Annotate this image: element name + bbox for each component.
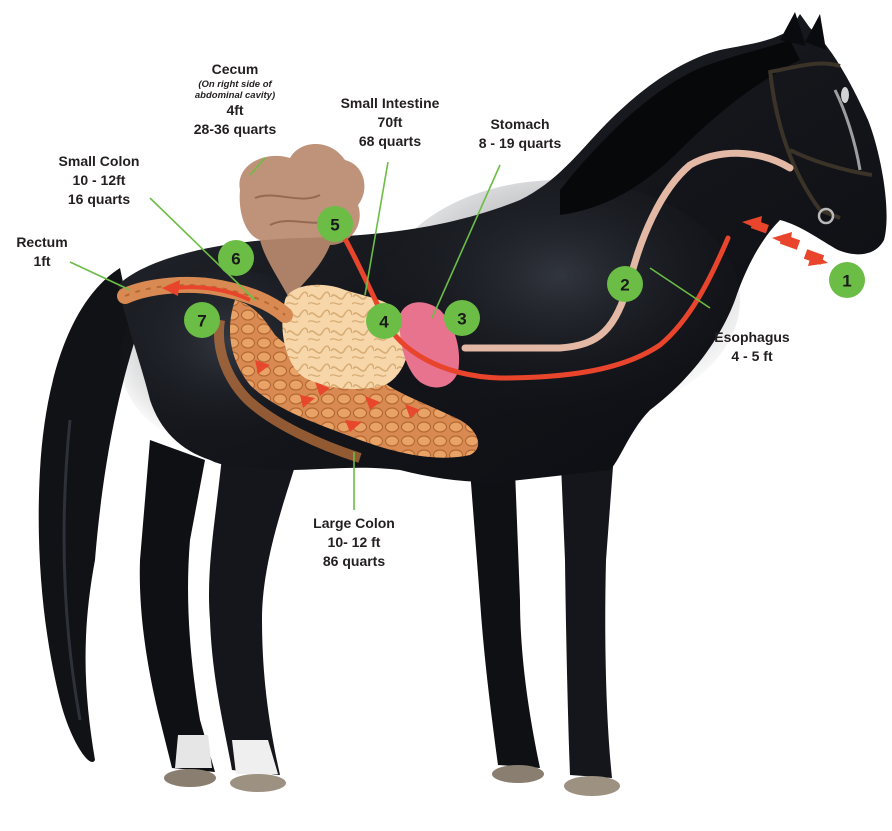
esophagus-label: Esophagus 4 - 5 ft <box>694 328 810 366</box>
esophagus-name: Esophagus <box>694 328 810 347</box>
rectum-name: Rectum <box>2 233 82 252</box>
marker-5-label: 5 <box>330 216 339 235</box>
cecum-volume: 28-36 quarts <box>175 120 295 139</box>
small-colon-volume: 16 quarts <box>40 190 158 209</box>
hind-leg-near <box>209 420 300 775</box>
large-colon-label: Large Colon 10- 12 ft 86 quarts <box>290 514 418 571</box>
front-leg-near <box>560 440 615 778</box>
small-intestine-volume: 68 quarts <box>318 132 462 151</box>
marker-6-label: 6 <box>231 250 240 269</box>
esophagus-length: 4 - 5 ft <box>694 347 810 366</box>
large-colon-name: Large Colon <box>290 514 418 533</box>
marker-7: 7 <box>184 302 220 338</box>
marker-1-label: 1 <box>842 272 851 291</box>
marker-1: 1 <box>829 262 865 298</box>
marker-3: 3 <box>444 300 480 336</box>
small-intestine-label: Small Intestine 70ft 68 quarts <box>318 94 462 151</box>
cecum-name: Cecum <box>175 60 295 79</box>
stomach-volume: 8 - 19 quarts <box>455 134 585 153</box>
small-colon-name: Small Colon <box>40 152 158 171</box>
horse-tail <box>39 268 135 762</box>
marker-2-label: 2 <box>620 276 629 295</box>
stomach-name: Stomach <box>455 115 585 134</box>
small-colon-label: Small Colon 10 - 12ft 16 quarts <box>40 152 158 209</box>
small-intestine-name: Small Intestine <box>318 94 462 113</box>
marker-3-label: 3 <box>457 310 466 329</box>
marker-4-label: 4 <box>379 313 389 332</box>
rectum-length: 1ft <box>2 252 82 271</box>
marker-7-label: 7 <box>197 312 206 331</box>
stomach-label: Stomach 8 - 19 quarts <box>455 115 585 153</box>
cecum-note-line2: abdominal cavity) <box>175 90 295 101</box>
cecum-length: 4ft <box>175 101 295 120</box>
small-colon-length: 10 - 12ft <box>40 171 158 190</box>
cecum-label: Cecum (On right side of abdominal cavity… <box>175 60 295 139</box>
large-colon-length: 10- 12 ft <box>290 533 418 552</box>
marker-4: 4 <box>366 303 402 339</box>
large-colon-volume: 86 quarts <box>290 552 418 571</box>
rectum-label: Rectum 1ft <box>2 233 82 271</box>
cecum-note-line1: (On right side of <box>175 79 295 90</box>
marker-5: 5 <box>317 206 353 242</box>
marker-6: 6 <box>218 240 254 276</box>
hind-leg-far <box>140 440 215 772</box>
front-leg-far <box>470 470 540 768</box>
marker-2: 2 <box>607 266 643 302</box>
small-intestine-length: 70ft <box>318 113 462 132</box>
